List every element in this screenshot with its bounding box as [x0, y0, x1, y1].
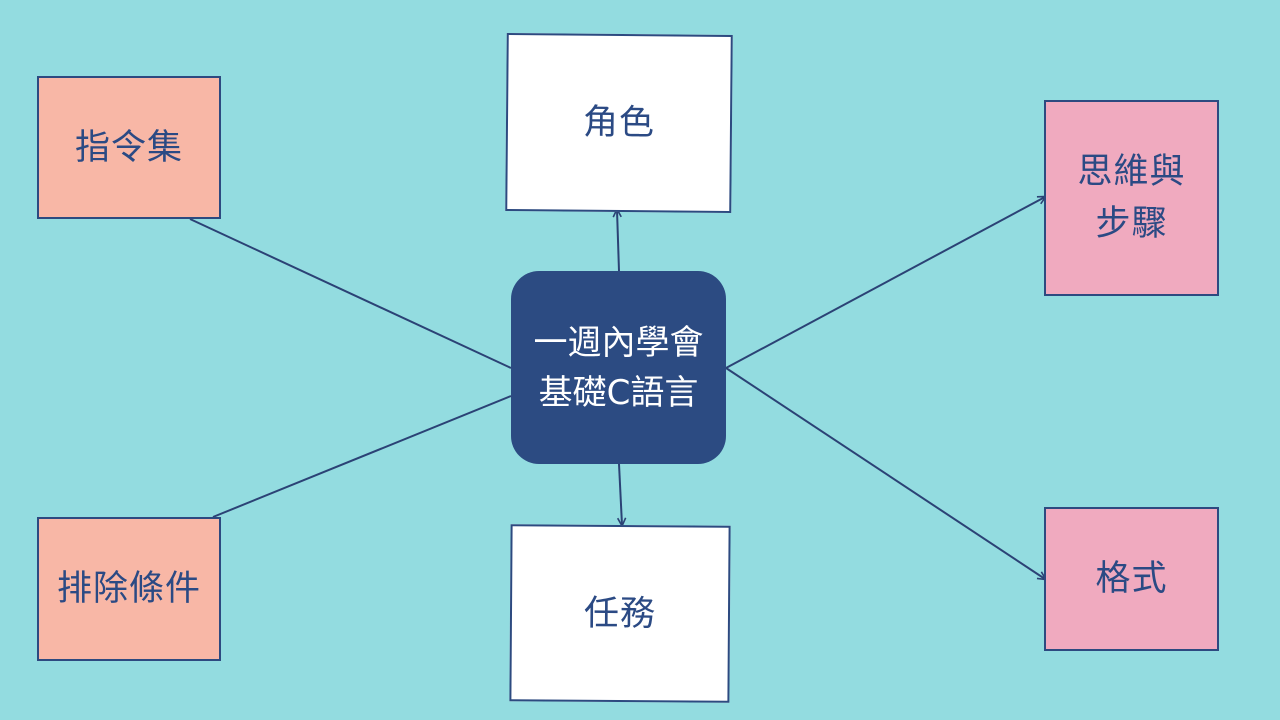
- connector-instruction-set-line: [189, 218, 512, 369]
- format-node: 格式: [1044, 507, 1219, 651]
- exclusions-label: 排除條件: [56, 569, 201, 609]
- role-label: 角色: [582, 102, 656, 144]
- connector-format-arrow: [725, 367, 1045, 579]
- connector-exclusions-line: [212, 395, 512, 518]
- task-node: 任務: [509, 524, 731, 703]
- format-label: 格式: [1095, 559, 1168, 599]
- center-topic-line2: 基礎C語言: [538, 372, 699, 413]
- thinking-steps-node: 思維與 步驟: [1044, 100, 1219, 296]
- instruction-set-label: 指令集: [74, 127, 183, 168]
- instruction-set-node: 指令集: [37, 76, 221, 219]
- connector-role-arrow: [617, 210, 619, 272]
- connector-thinking-steps-arrow: [725, 197, 1045, 369]
- thinking-steps-line1: 思維與: [1077, 152, 1186, 192]
- connector-task-arrow: [619, 463, 622, 525]
- exclusions-node: 排除條件: [37, 517, 221, 661]
- role-node: 角色: [505, 33, 733, 213]
- center-topic-line1: 一週內學會: [533, 322, 704, 363]
- thinking-steps-line2: 步驟: [1095, 204, 1168, 244]
- task-label: 任務: [583, 593, 657, 634]
- center-topic-node: 一週內學會 基礎C語言: [511, 271, 726, 464]
